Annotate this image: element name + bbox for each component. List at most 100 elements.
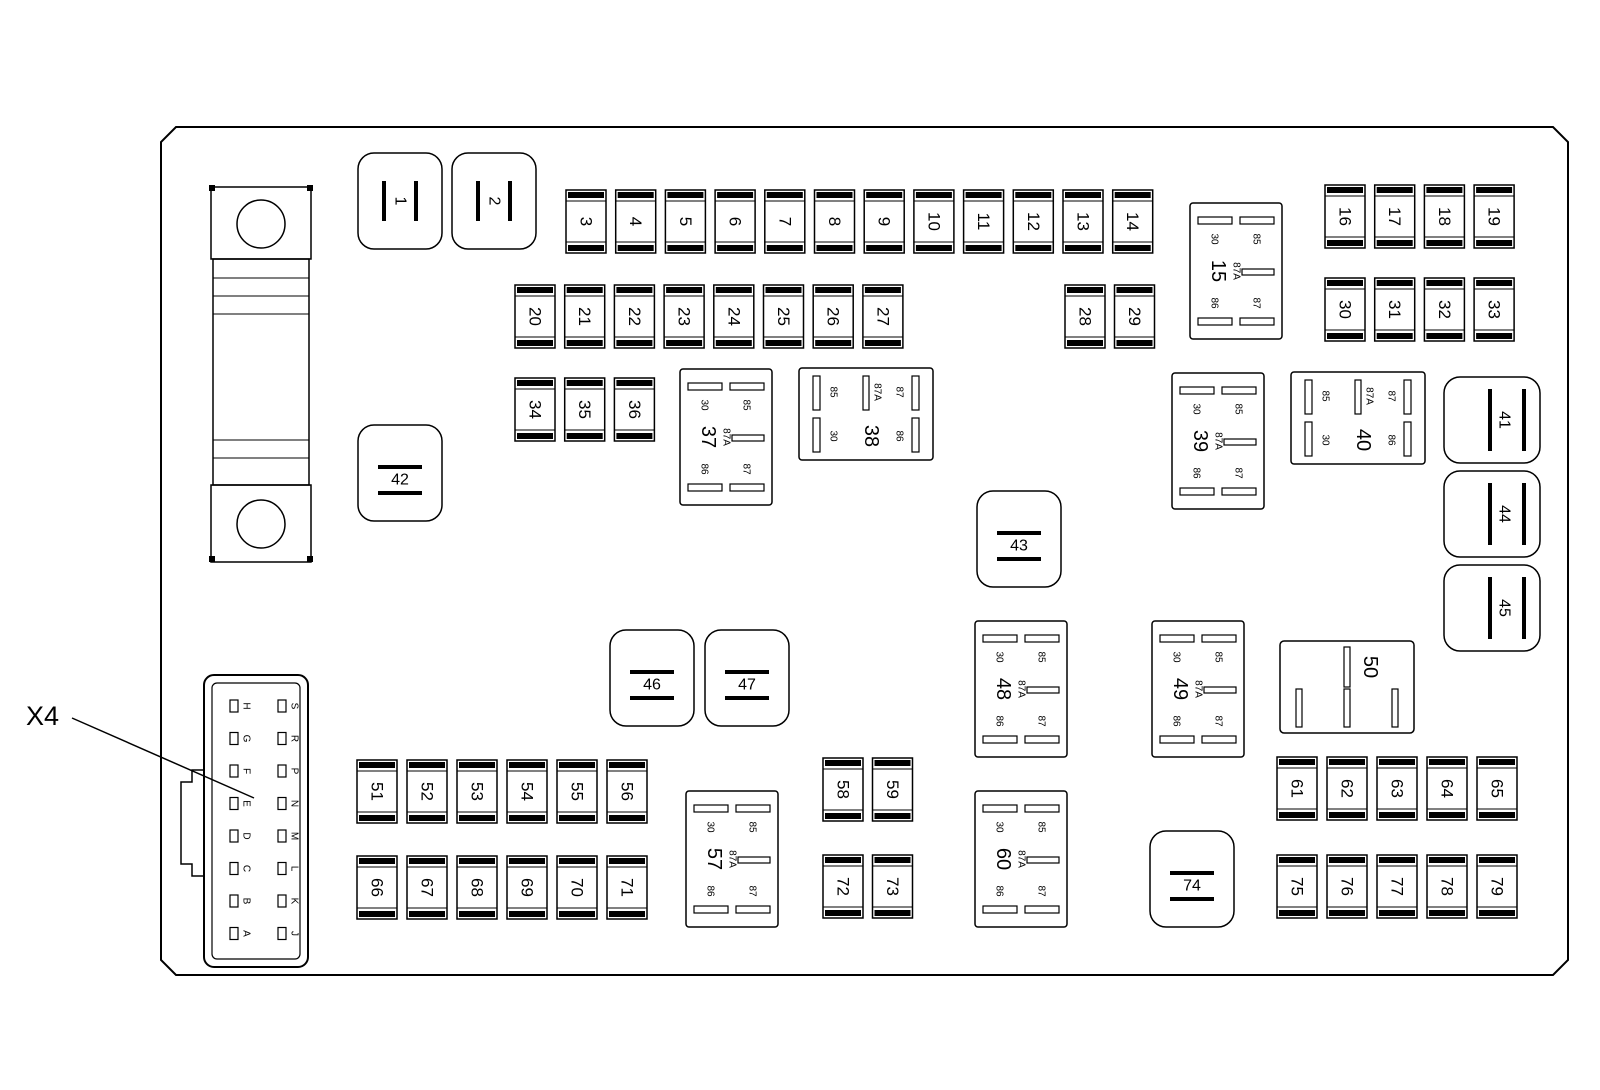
pin-R: R	[277, 731, 300, 746]
fuse-label: 34	[526, 400, 545, 419]
fuse-label: 7	[775, 217, 794, 226]
fuse-17: 17	[1373, 184, 1416, 249]
terminal-label: 30	[1191, 403, 1202, 415]
fuse-label: 13	[1074, 212, 1093, 231]
fuse-18: 18	[1423, 184, 1466, 249]
fuse-label: 11	[974, 213, 993, 231]
fuse-label: 78	[1438, 877, 1457, 896]
relay-label: 37	[697, 426, 719, 448]
terminal-label: 87A	[1016, 680, 1027, 698]
terminal-label: 86	[994, 885, 1005, 897]
fuse-8: 8	[813, 189, 856, 254]
x4-connector-label: X4	[26, 701, 59, 731]
fuse-label: 30	[1336, 300, 1355, 319]
fuse-label: 58	[834, 780, 853, 799]
pin-K: K	[277, 894, 300, 908]
fuse-4: 4	[614, 189, 657, 254]
fuse-label: 65	[1488, 779, 1507, 798]
cartridge-fuse-44: 44	[1443, 470, 1541, 558]
pin-label: B	[241, 898, 252, 905]
cartridge-fuse-46: 46	[609, 629, 695, 727]
fuse-20: 20	[514, 284, 556, 349]
fuse-64: 64	[1426, 756, 1468, 821]
fuse-34: 34	[514, 377, 556, 442]
fuse-label: 22	[625, 307, 644, 326]
fuse-label: 32	[1435, 300, 1454, 319]
fuse-label: 64	[1438, 779, 1457, 798]
terminal-label: 87	[741, 463, 752, 475]
cartridge-label: 45	[1496, 599, 1513, 617]
relay-label: 40	[1352, 429, 1374, 451]
terminal-label: 87	[1036, 885, 1047, 897]
fuse-label: 17	[1385, 207, 1404, 226]
pin-label: C	[241, 865, 252, 872]
terminal-label: 30	[994, 821, 1005, 833]
fuse-53: 53	[456, 759, 498, 824]
terminal-label: 85	[1036, 651, 1047, 663]
fuse-58: 58	[822, 757, 864, 822]
cartridge-fuse-2: 2	[451, 152, 537, 250]
fuse-label: 76	[1338, 877, 1357, 896]
fuse-label: 77	[1388, 877, 1407, 896]
fuse-26: 26	[812, 284, 854, 349]
fuse-label: 14	[1123, 212, 1142, 231]
fuse-label: 63	[1388, 779, 1407, 798]
fuse-label: 31	[1385, 300, 1404, 319]
terminal-label: 30	[994, 651, 1005, 663]
fuse-9: 9	[863, 189, 905, 254]
fuse-7: 7	[764, 189, 806, 254]
fuse-62: 62	[1326, 756, 1368, 821]
pin-label: J	[289, 931, 300, 936]
terminal-label: 85	[741, 399, 752, 411]
cartridge-fuse-1: 1	[357, 152, 443, 250]
bolt-terminal	[236, 199, 286, 249]
relay-label: 49	[1169, 678, 1191, 700]
fuse-35: 35	[563, 377, 606, 442]
pin-label: D	[241, 832, 252, 839]
fuse-label: 52	[418, 782, 437, 801]
fuse-label: 73	[883, 877, 902, 896]
pin-J: J	[277, 926, 300, 941]
terminal-label: 87A	[1016, 850, 1027, 868]
fuse-72: 72	[822, 854, 864, 919]
fuse-label: 9	[875, 217, 894, 226]
fuse-56: 56	[606, 759, 648, 824]
mega-fuse-assembly	[209, 185, 313, 563]
terminal-label: 86	[1191, 467, 1202, 479]
fuse-71: 71	[606, 855, 648, 920]
pin-label: N	[289, 800, 300, 807]
terminal-label: 87	[747, 885, 758, 897]
cartridge-label: 47	[738, 677, 756, 694]
terminal-label: 86	[705, 885, 716, 897]
terminal-label: 30	[1209, 233, 1220, 245]
relay-label: 38	[860, 425, 882, 447]
fuse-67: 67	[406, 855, 448, 920]
fuse-label: 56	[618, 782, 637, 801]
fuse-16: 16	[1324, 184, 1366, 249]
terminal-label: 85	[747, 821, 758, 833]
pin-label: R	[289, 735, 300, 742]
fuse-30: 30	[1324, 277, 1366, 342]
x4-leader-line	[71, 717, 255, 799]
cartridge-label: 74	[1183, 878, 1201, 895]
fuse-23: 23	[663, 284, 705, 349]
fuse-label: 67	[418, 878, 437, 897]
fuse-5: 5	[664, 189, 707, 254]
relay-label: 60	[992, 848, 1014, 870]
fuse-36: 36	[613, 377, 656, 442]
cartridge-fuse-42: 42	[357, 424, 443, 522]
fuse-29: 29	[1113, 284, 1156, 349]
terminal-label: 87	[894, 386, 905, 398]
pin-S: S	[277, 699, 300, 713]
fuse-28: 28	[1064, 284, 1106, 349]
fuse-label: 27	[873, 307, 892, 326]
fuse-3: 3	[565, 189, 607, 254]
fuse-label: 28	[1076, 307, 1095, 326]
terminal-label: 30	[1320, 434, 1331, 446]
